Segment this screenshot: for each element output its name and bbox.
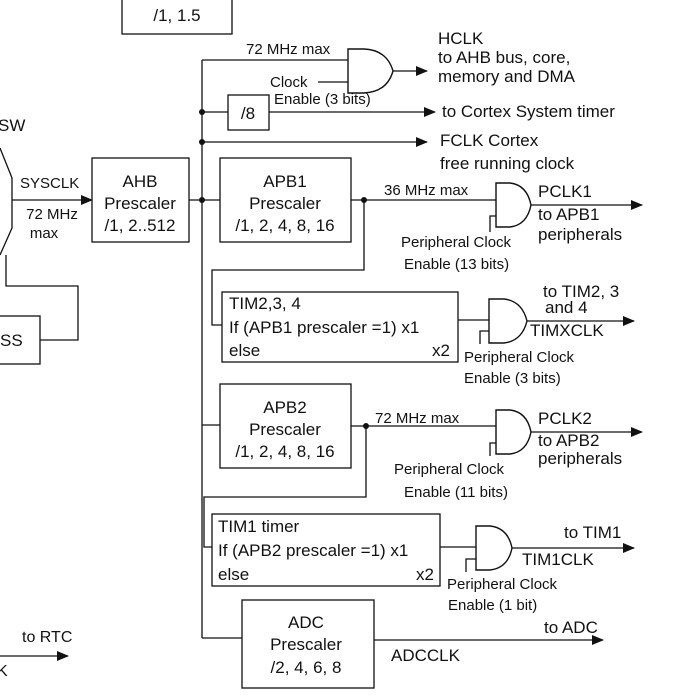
timxclk-dest-1: to TIM2, 3: [543, 282, 619, 301]
tim1-condition: If (APB2 prescaler =1) x1: [218, 541, 408, 560]
hclk-enable-2: Enable (3 bits): [274, 91, 371, 108]
pclk2-enable-2: Enable (11 bits): [404, 484, 508, 501]
css-box: [0, 315, 41, 365]
tim1-multiplier-box: [211, 513, 441, 587]
tim234-multiplier-box: [221, 291, 459, 363]
timxclk-enable-2: Enable (3 bits): [464, 370, 561, 387]
systick-divider-label: /8: [241, 104, 255, 123]
adc-title: ADC: [288, 613, 324, 632]
sw-label: SW: [0, 116, 25, 135]
systick-out-label: to Cortex System timer: [442, 102, 615, 121]
timxclk-and-gate: [488, 298, 528, 344]
pclk1-enable-1: Peripheral Clock: [401, 234, 512, 251]
timxclk-enable-1: Peripheral Clock: [464, 349, 575, 366]
tim1clk-and-gate: [475, 525, 513, 571]
tim1-title: TIM1 timer: [218, 517, 300, 536]
tim1clk-label: TIM1CLK: [522, 550, 594, 569]
ahb-ratio: /1, 2..512: [105, 216, 176, 235]
sysclk-max-2: max: [30, 225, 59, 242]
tim1-else: else: [218, 565, 249, 584]
pll-divider-box: [121, 0, 233, 35]
sysclk-max-1: 72 MHz: [26, 206, 78, 223]
apb1-max-label: 36 MHz max: [384, 182, 469, 199]
tim234-title: TIM2,3, 4: [229, 294, 301, 313]
tim1clk-enable-2: Enable (1 bit): [448, 597, 537, 614]
pclk1-enable-2: Enable (13 bits): [404, 256, 509, 273]
ahb-subtitle: Prescaler: [104, 194, 176, 213]
pclk2-dest-2: peripherals: [538, 449, 622, 468]
apb1-output-lines: [211, 197, 496, 326]
ahb-bus-lines: [189, 59, 428, 639]
apb2-max-label: 72 MHz max: [375, 410, 460, 427]
pll-divider-label: /1, 1.5: [153, 6, 200, 25]
adc-dest: to ADC: [544, 618, 598, 637]
systick-divider-box: [227, 94, 270, 131]
rtcclk-fragment: K: [0, 663, 8, 680]
apb2-subtitle: Prescaler: [249, 420, 321, 439]
pclk1-title: PCLK1: [538, 182, 592, 201]
apb1-ratio: /1, 2, 4, 8, 16: [235, 216, 334, 235]
tim234-condition: If (APB1 prescaler =1) x1: [229, 318, 419, 337]
to-rtc-label: to RTC: [22, 629, 72, 646]
pclk2-dest-1: to APB2: [538, 431, 599, 450]
timxclk-label: TIMXCLK: [530, 321, 604, 340]
adc-ratio: /2, 4, 6, 8: [271, 658, 342, 677]
apb1-title: APB1: [263, 172, 306, 191]
apb2-ratio: /1, 2, 4, 8, 16: [235, 442, 334, 461]
hclk-enable-1: Clock: [270, 74, 308, 91]
apb2-title: APB2: [263, 398, 306, 417]
sysclk-label: SYSCLK: [20, 175, 79, 192]
tim1clk-enable-1: Peripheral Clock: [447, 576, 558, 593]
fclk-subtitle: free running clock: [440, 154, 575, 173]
ahb-title: AHB: [123, 172, 158, 191]
hclk-dest-1: to AHB bus, core,: [438, 48, 570, 67]
tim1clk-enable-line: [465, 558, 476, 572]
apb1-prescaler-box: [219, 157, 352, 243]
tim1-x2: x2: [416, 565, 434, 584]
pclk1-and-gate: [495, 182, 532, 228]
adc-prescaler-box: [241, 599, 375, 689]
pclk2-enable-line: [489, 442, 496, 456]
pclk2-title: PCLK2: [538, 409, 592, 428]
hclk-and-gate: [347, 48, 394, 94]
hclk-dest-2: memory and DMA: [438, 67, 576, 86]
fclk-title: FCLK Cortex: [440, 131, 539, 150]
pclk1-enable-line: [489, 215, 496, 232]
timxclk-dest-2: and 4: [545, 298, 588, 317]
timxclk-enable-line: [479, 330, 489, 344]
pclk2-enable-1: Peripheral Clock: [394, 461, 505, 478]
ahb-prescaler-box: [91, 157, 190, 243]
clock-switch-mux: [0, 147, 79, 341]
css-label: SS: [0, 331, 23, 350]
pclk2-and-gate: [495, 409, 532, 455]
tim234-x2: x2: [432, 341, 450, 360]
tim234-else: else: [229, 341, 260, 360]
tim1clk-dest: to TIM1: [564, 523, 621, 542]
hclk-title: HCLK: [438, 29, 484, 48]
adcclk-label: ADCCLK: [391, 646, 461, 665]
apb2-output-lines: [203, 423, 496, 548]
pclk1-dest-2: peripherals: [538, 225, 622, 244]
apb1-subtitle: Prescaler: [249, 194, 321, 213]
adc-subtitle: Prescaler: [270, 635, 342, 654]
hclk-max-label: 72 MHz max: [246, 41, 331, 58]
pclk1-dest-1: to APB1: [538, 205, 599, 224]
